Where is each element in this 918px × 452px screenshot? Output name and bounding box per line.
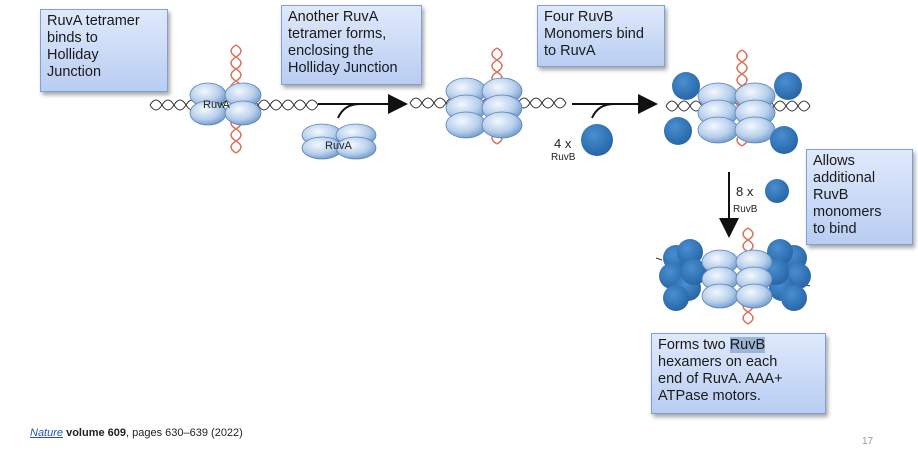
callout-text: additional <box>813 170 876 186</box>
arrow-step1 <box>318 94 408 119</box>
ruva-tetramer <box>189 82 262 126</box>
ruva-on-dna-label: RuvA <box>203 99 231 111</box>
callout-text: Junction <box>47 64 102 80</box>
journal-link[interactable]: Nature <box>30 427 64 439</box>
eight-x-label: 8 x <box>736 184 754 199</box>
ruvb-eight-label: RuvB <box>733 204 758 215</box>
callout-text: tetramer forms, <box>288 26 387 42</box>
stage4-ruvb-hexamers <box>655 227 811 325</box>
ruvb-monomer-icon <box>581 124 613 156</box>
callout-two-hexamers: Forms two RuvB hexamers on each end of R… <box>651 333 826 414</box>
callout-four-ruvb: Four RuvB Monomers bind to RuvA <box>537 5 665 67</box>
callout-text: hexamers on each <box>658 354 778 370</box>
ruvb-monomer-icon-2 <box>765 179 789 203</box>
callout-text: end of RuvA. AAA+ <box>658 371 783 387</box>
citation-volume: volume 609 <box>66 427 127 439</box>
four-x-label: 4 x <box>554 136 572 151</box>
callout-text: Allows <box>813 153 855 169</box>
callout-another-ruva: Another RuvA tetramer forms, enclosing t… <box>281 5 422 85</box>
callout-text: Holliday <box>47 47 99 63</box>
stage3-ruva-ruvb <box>664 49 811 154</box>
stage2-two-ruva <box>409 47 567 145</box>
callout-text: RuvA tetramer <box>47 13 140 29</box>
callout-additional-ruvb: Allows additional RuvB monomers to bind <box>806 149 913 245</box>
callout-line: Forms two RuvB <box>658 337 819 354</box>
callout-text: to RuvA <box>544 43 596 59</box>
arrow-step2 <box>572 94 658 119</box>
callout-text: to bind <box>813 221 857 237</box>
callout-text: binds to <box>47 30 98 46</box>
ruva-free-label: RuvA <box>325 140 353 152</box>
callout-text: Another RuvA <box>288 9 379 25</box>
citation-pages: , pages 630–639 (2022) <box>126 427 243 439</box>
stage1-ruva-junction: RuvA <box>149 44 319 154</box>
callout-text: ATPase motors. <box>658 388 761 404</box>
callout-text: monomers <box>813 204 882 220</box>
highlighted-text: RuvB <box>729 337 766 353</box>
callout-text: Forms two <box>658 337 730 353</box>
ruvb-four-label: RuvB <box>551 152 576 163</box>
callout-text: Four RuvB <box>544 9 614 25</box>
free-ruva-tetramer <box>301 123 377 160</box>
page-number: 17 <box>862 436 874 447</box>
citation: Nature volume 609, pages 630–639 (2022) <box>30 427 243 439</box>
callout-text: Holliday Junction <box>288 60 398 76</box>
callout-text: RuvB <box>813 187 849 203</box>
callout-text: Monomers bind <box>544 26 644 42</box>
callout-ruva-binds: RuvA tetramer binds to Holliday Junction <box>40 9 168 92</box>
callout-text: enclosing the <box>288 43 374 59</box>
